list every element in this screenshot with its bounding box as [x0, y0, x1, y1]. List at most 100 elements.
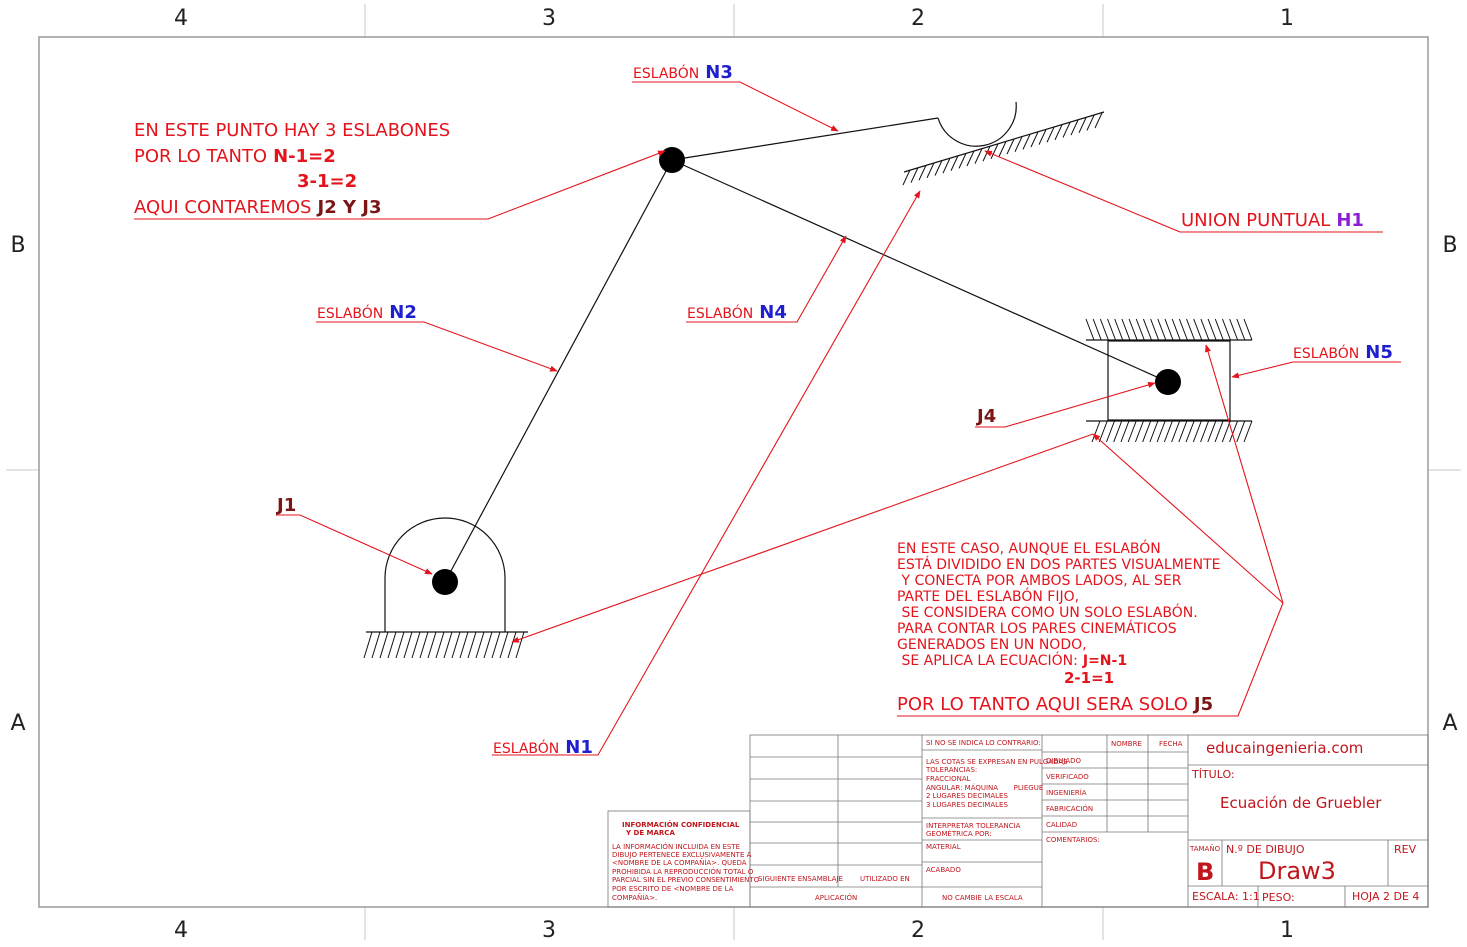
- hatch-contact: [998, 141, 1007, 157]
- leader-n1: [492, 190, 921, 756]
- finish-label: ACABADO: [926, 866, 961, 874]
- hatch-contact: [1038, 129, 1047, 145]
- zone-frame: [6, 4, 1461, 940]
- joint-j2-j3-pin: [659, 147, 685, 173]
- hatch-slider-top: [1114, 318, 1124, 341]
- hatch-slider-bottom: [1134, 420, 1144, 443]
- leader-j5: [897, 602, 1284, 717]
- leader-j4: [975, 381, 1156, 428]
- zone-bottom-1: 1: [1280, 918, 1294, 943]
- weight-label: PESO:: [1262, 891, 1295, 904]
- hatch-slider-top: [1121, 318, 1131, 341]
- hatch-contact: [958, 153, 967, 169]
- hatch-slider-bottom: [1163, 420, 1173, 443]
- zone-left-b: B: [10, 233, 25, 258]
- hatch-contact: [1022, 134, 1031, 150]
- note-bottom-line-4: PARTE DEL ESLABÓN FIJO,: [897, 587, 1079, 605]
- website: educaingenieria.com: [1206, 739, 1363, 757]
- hatch-slider-top: [1107, 318, 1117, 341]
- note-bottom-equation-2: 2-1=1: [1064, 669, 1114, 687]
- hatch-pivot: [515, 631, 525, 659]
- hatch-pivot: [419, 631, 429, 659]
- hatch-slider-bottom: [1098, 420, 1108, 443]
- interpret-line-1: INTERPRETAR TOLERANCIA: [926, 822, 1021, 830]
- next-assembly-label: SIGUIENTE ENSAMBLAJE: [758, 875, 843, 883]
- label-j1: J1: [275, 495, 296, 516]
- note-bottom-line-7: GENERADOS EN UN NODO,: [897, 637, 1087, 653]
- joints: [432, 147, 1181, 595]
- hatch-slider-bottom: [1156, 420, 1166, 443]
- hatch-slider-bottom: [1149, 420, 1159, 443]
- title-block-text: INFORMACIÓN CONFIDENCIAL Y DE MARCA LA I…: [612, 739, 1417, 902]
- zone-top-3: 3: [542, 6, 556, 31]
- link-n4: [671, 159, 1169, 383]
- material-label: MATERIAL: [926, 843, 961, 851]
- confidential-body-6: POR ESCRITO DE <NOMBRE DE LA: [612, 885, 734, 893]
- hatch-pivot: [379, 631, 389, 659]
- hatch-slider-top: [1236, 318, 1246, 341]
- hatch-contact: [1006, 138, 1015, 155]
- hatch-slider-bottom: [1229, 420, 1238, 443]
- hatch-pivot: [363, 631, 373, 659]
- hatch-contact: [1062, 122, 1071, 138]
- hatch-contact: [966, 150, 975, 167]
- hatch-contact: [1094, 112, 1103, 129]
- zone-top-1: 1: [1280, 6, 1294, 31]
- role-engineering: INGENIERÍA: [1046, 788, 1087, 797]
- hatch-pivot: [395, 631, 405, 659]
- note-top-line-1: EN ESTE PUNTO HAY 3 ESLABONES: [134, 120, 450, 141]
- leader-note-bottom-ground: [1092, 433, 1284, 604]
- size-label: TAMAÑO: [1189, 844, 1221, 853]
- zone-left-a: A: [10, 711, 25, 736]
- used-in-label: UTILIZADO EN: [860, 875, 910, 883]
- hatch-pivot: [411, 631, 421, 659]
- confidential-body-4: PROHIBIDA LA REPRODUCCIÓN TOTAL O: [612, 867, 754, 876]
- rev-label: REV: [1394, 843, 1417, 856]
- confidential-body-2: DIBUJO PERTENECE EXCLUSIVAMENTE A: [612, 851, 752, 859]
- hatch-slider-top: [1186, 318, 1196, 341]
- hatch-slider-top: [1157, 318, 1167, 341]
- joint-j1-pin: [432, 569, 458, 595]
- hatch-contact: [910, 167, 919, 183]
- title-block: [607, 734, 1429, 908]
- tolerance-line-3: FRACCIONAL: [926, 775, 971, 783]
- unless-label: SI NO SE INDICA LO CONTRARIO:: [926, 739, 1041, 747]
- joint-j4-pin: [1155, 369, 1181, 395]
- hatch-slider-bottom: [1214, 420, 1224, 443]
- hatch-slider-top: [1200, 318, 1210, 341]
- role-quality: CALIDAD: [1046, 821, 1077, 829]
- hatch-contact: [1030, 131, 1039, 148]
- role-manufacturing: FABRICACIÓN: [1046, 804, 1093, 813]
- note-bottom-line-2: ESTÁ DIVIDIDO EN DOS PARTES VISUALMENTE: [897, 556, 1220, 573]
- hatch-slider-top: [1214, 318, 1224, 341]
- hatch-slider-top: [1164, 318, 1174, 341]
- tolerance-line-6: 3 LUGARES DECIMALES: [926, 801, 1008, 809]
- zone-bottom-4: 4: [174, 918, 188, 943]
- hatch-pivot: [507, 631, 517, 659]
- zone-bottom-3: 3: [542, 918, 556, 943]
- leader-note-bottom-ground-2: [1205, 344, 1284, 604]
- zone-top-2: 2: [911, 6, 925, 31]
- hatch-pivot: [483, 631, 493, 659]
- hatch-slider-top: [1243, 318, 1253, 341]
- ground-hatching: [363, 112, 1253, 659]
- size-value: B: [1196, 858, 1214, 886]
- note-bottom-line-5: SE CONSIDERA COMO UN SOLO ESLABÓN.: [897, 603, 1198, 621]
- role-drawn: DIBUJADO: [1046, 757, 1082, 765]
- confidential-body-3: <NOMBRE DE LA COMPAÑÍA>. QUEDA: [612, 858, 747, 867]
- confidential-body-1: LA INFORMACIÓN INCLUIDA EN ESTE: [612, 842, 740, 851]
- confidential-body-7: COMPAÑÍA>.: [612, 893, 657, 902]
- hatch-pivot: [371, 631, 381, 659]
- hatch-slider-bottom: [1243, 420, 1253, 443]
- hatch-contact: [1046, 127, 1055, 143]
- drawing-no-label: N.º DE DIBUJO: [1226, 843, 1305, 856]
- hatch-slider-top: [1150, 318, 1160, 341]
- hatch-slider-top: [1128, 318, 1138, 341]
